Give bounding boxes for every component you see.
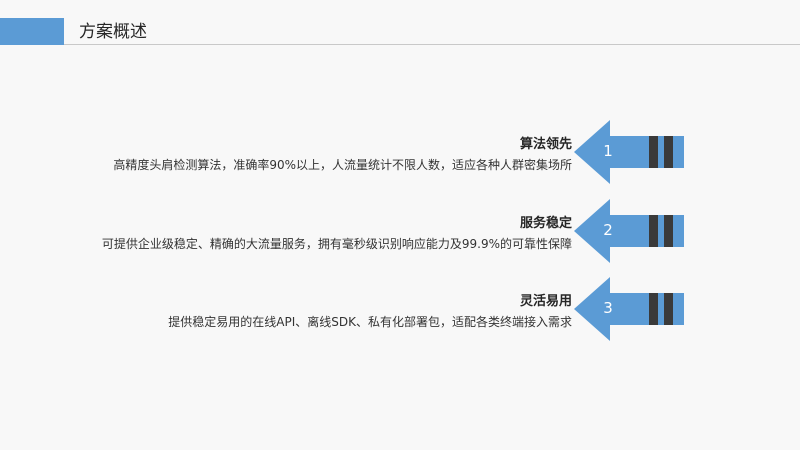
feature-title: 算法领先 <box>519 137 572 152</box>
feature-title: 服务稳定 <box>519 216 572 231</box>
feature-title: 灵活易用 <box>519 294 572 309</box>
feature-number: 1 <box>603 142 613 160</box>
feature-description: 提供稳定易用的在线API、离线SDK、私有化部署包，适配各类终端接入需求 <box>168 315 572 329</box>
feature-description: 可提供企业级稳定、精确的大流量服务，拥有毫秒级识别响应能力及99.9%的可靠性保… <box>101 237 572 251</box>
header-accent-block <box>0 18 64 45</box>
left-arrow-icon <box>574 277 684 341</box>
feature-item-3: 灵活易用 提供稳定易用的在线API、离线SDK、私有化部署包，适配各类终端接入需… <box>0 277 800 341</box>
feature-item-1: 算法领先 高精度头肩检测算法，准确率90%以上，人流量统计不限人数，适应各种人群… <box>0 120 800 184</box>
slide-title: 方案概述 <box>79 22 147 42</box>
feature-number: 3 <box>603 299 613 317</box>
header-divider <box>64 44 800 45</box>
left-arrow-icon <box>574 120 684 184</box>
feature-item-2: 服务稳定 可提供企业级稳定、精确的大流量服务，拥有毫秒级识别响应能力及99.9%… <box>0 199 800 263</box>
feature-number: 2 <box>603 221 613 239</box>
slide-header: 方案概述 <box>0 0 800 64</box>
feature-description: 高精度头肩检测算法，准确率90%以上，人流量统计不限人数，适应各种人群密集场所 <box>113 158 572 172</box>
left-arrow-icon <box>574 199 684 263</box>
